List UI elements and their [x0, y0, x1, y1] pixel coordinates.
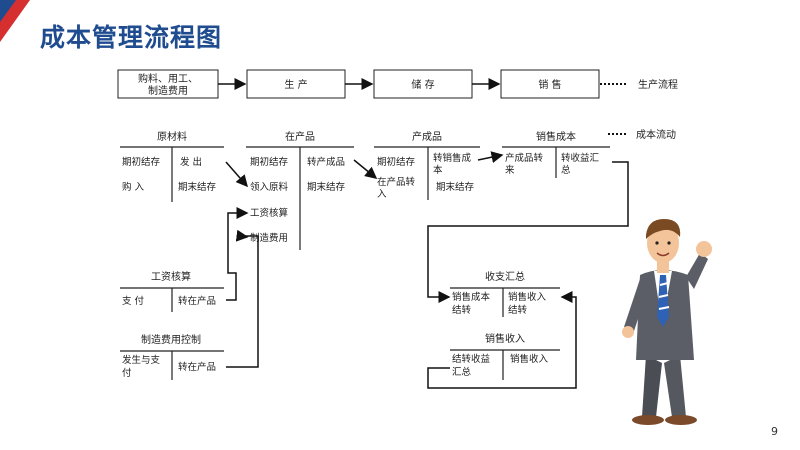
flow-box-sales-label: 销 售 [538, 78, 561, 91]
arrow-finished-to-cos [477, 151, 504, 164]
arrow-wages-to-wip [226, 207, 249, 301]
account-left-entry: 付 [122, 368, 132, 379]
account-left-entry: 购 入 [122, 181, 145, 193]
account-title: 制造费用控制 [141, 333, 201, 346]
legend-production-label: 生产流程 [638, 78, 678, 91]
account-right-entry: 销售收入 [508, 291, 547, 303]
account-right-entry: 期末结存 [178, 181, 217, 193]
businessman-illustration [622, 219, 712, 425]
account-right-entry: 本 [433, 164, 443, 176]
corner-decoration [0, 0, 30, 42]
account-left-entry: 入 [377, 189, 387, 200]
account-right-entry: 发 出 [180, 156, 202, 168]
flow-box-production-label: 生 产 [284, 78, 307, 91]
flow-box-sales [500, 69, 600, 99]
arrow-raw-to-wip [225, 161, 248, 188]
account-left-entry: 汇总 [452, 366, 472, 378]
account-left-entry: 产成品转 [505, 152, 544, 164]
account-right-entry: 转在产品 [178, 361, 216, 373]
account-cost-of-sales: 销售成本 产成品转 来 转收益汇 总 成本流动 [502, 128, 676, 178]
arrow-revenue-to-summary [427, 291, 577, 389]
account-raw-materials: 原材料 期初结存 购 入 发 出 期末结存 [120, 130, 224, 202]
account-left-entry: 期初结存 [122, 156, 161, 168]
account-finished-goods: 产成品 期初结存 在产品转 入 转销售成 本 期末结存 [374, 130, 480, 200]
account-right-entry: 转收益汇 [561, 152, 600, 164]
arrow-overhead-to-wip [226, 229, 259, 368]
account-title: 销售成本 [536, 130, 576, 143]
account-right-entry: 结转 [508, 304, 528, 316]
account-left-entry: 销售成本 [452, 291, 491, 303]
cost-flow-connectors [225, 151, 629, 389]
account-title: 销售收入 [485, 332, 525, 345]
legend-cost-label: 成本流动 [636, 128, 676, 141]
page-number: 9 [771, 425, 778, 438]
account-left-entry: 结转 [452, 304, 472, 316]
flow-box-storage-label: 储 存 [411, 78, 434, 91]
account-overhead: 制造费用控制 发生与支 付 转在产品 [120, 333, 224, 380]
flow-box-production [246, 69, 346, 99]
flow-box-purchase-line2: 制造费用 [148, 84, 188, 97]
account-left-entry: 期初结存 [377, 156, 416, 168]
account-left-entry: 支 付 [122, 295, 145, 307]
account-right-entry: 期末结存 [307, 181, 346, 193]
account-left-entry: 期初结存 [250, 156, 289, 168]
account-summary: 收支汇总 销售成本 结转 销售收入 结转 [450, 270, 560, 317]
arrow-wip-to-finished [353, 159, 378, 179]
account-right-entry: 转销售成 [433, 152, 472, 164]
account-right-entry: 总 [561, 164, 571, 176]
account-title: 工资核算 [151, 270, 191, 283]
account-left-entry: 结转收益 [452, 353, 491, 365]
account-title: 原材料 [157, 130, 187, 143]
account-title: 在产品 [285, 130, 315, 143]
flow-box-purchase-line1: 购料、用工、 [138, 72, 198, 85]
account-right-entry: 转在产品 [178, 295, 216, 307]
account-right-entry: 转产成品 [307, 156, 345, 168]
account-revenue: 销售收入 结转收益 汇总 销售收入 [450, 332, 560, 380]
account-left-entry: 领入原料 [250, 181, 289, 193]
flow-box-purchase [117, 69, 219, 99]
account-left-entry: 来 [505, 165, 515, 176]
account-right-entry: 期末结存 [436, 181, 475, 193]
page-title: 成本管理流程图 [40, 23, 223, 52]
account-wip: 在产品 期初结存 领入原料 工资核算 制造费用 转产成品 期末结存 [246, 130, 354, 250]
account-left-entry: 发生与支 [122, 354, 161, 366]
account-left-entry: 制造费用 [250, 232, 288, 244]
account-left-entry: 工资核算 [250, 207, 288, 219]
account-right-entry: 销售收入 [510, 353, 549, 365]
account-wages: 工资核算 支 付 转在产品 [120, 270, 224, 312]
arrow-cos-to-summary [427, 161, 629, 303]
production-flow: 购料、用工、 制造费用 生 产 储 存 销 售 生产流程 [117, 69, 678, 99]
account-title: 产成品 [412, 130, 442, 143]
account-title: 收支汇总 [485, 270, 525, 283]
account-left-entry: 在产品转 [377, 176, 416, 188]
